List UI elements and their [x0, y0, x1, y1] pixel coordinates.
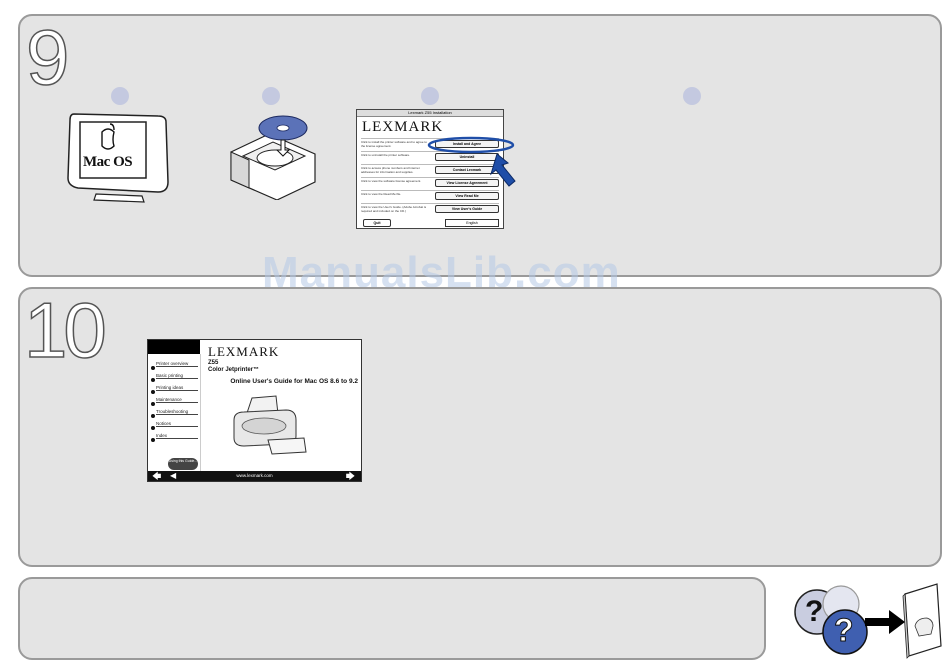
mac-os-label: Mac OS	[83, 154, 133, 170]
help-glyph-left: ?	[805, 595, 824, 628]
using-guide-button[interactable]: Using this Guide...	[168, 458, 198, 470]
next-arrow-icon[interactable]: 🡆	[345, 471, 355, 481]
nav-troubleshooting[interactable]: Troubleshooting	[156, 409, 198, 415]
guide-sidebar	[148, 354, 201, 473]
lexmark-logo: LEXMARK	[208, 344, 280, 359]
bullet-icon	[151, 438, 155, 442]
row-text: Click to access phone numbers and Intern…	[361, 166, 420, 174]
imac-icon	[67, 113, 169, 203]
guide-title: Online User's Guide for Mac OS 8.6 to 9.…	[230, 378, 358, 385]
quit-button[interactable]: Quit	[363, 219, 391, 227]
cd-drive-icon	[230, 115, 316, 200]
view-license-button[interactable]: View License Agreement	[435, 179, 499, 187]
printer-icon	[233, 395, 307, 455]
row-text: Click to view the software license agree…	[361, 179, 422, 183]
step-dot-1	[111, 87, 129, 105]
window-title: Lexmark Z55 Installation	[357, 110, 503, 117]
help-question-icon	[794, 583, 942, 659]
bullet-icon	[151, 426, 155, 430]
install-agree-button[interactable]: Install and Agree	[435, 140, 499, 148]
product-name: Color Jetprinter™	[208, 367, 260, 373]
installer-window: Lexmark Z55 Installation LEXMARK Click t…	[356, 109, 504, 229]
lexmark-logo: LEXMARK	[362, 119, 444, 135]
notes-panel	[18, 577, 766, 660]
step-dot-2	[262, 87, 280, 105]
nav-basic-printing[interactable]: Basic printing	[156, 373, 198, 379]
language-select[interactable]: English	[445, 219, 499, 227]
nav-maintenance[interactable]: Maintenance	[156, 397, 198, 403]
nav-printer-overview[interactable]: Printer overview	[156, 361, 198, 367]
nav-notices[interactable]: Notices	[156, 421, 198, 427]
installer-row: Click to install the printer software an…	[361, 138, 499, 148]
row-text: Click to install the printer software an…	[361, 140, 427, 148]
nav-index[interactable]: Index	[156, 433, 198, 439]
installer-row: Click to view the User's Guide. (Adobe A…	[361, 203, 499, 213]
step-dot-4	[683, 87, 701, 105]
installer-row: Click to view the software license agree…	[361, 177, 499, 187]
row-text: Click to view the Read Me file.	[361, 192, 402, 196]
bullet-icon	[151, 366, 155, 370]
step-dot-3	[421, 87, 439, 105]
bullet-icon	[151, 414, 155, 418]
prev-arrow-icon[interactable]: ◀	[170, 471, 177, 480]
step-number: 10	[23, 286, 107, 374]
guide-footer: 🡄 ◀ www.lexmark.com 🡆	[148, 471, 361, 481]
step-number: 9	[25, 13, 70, 101]
users-guide-cover: Printer overview Basic printing Printing…	[147, 339, 362, 482]
bullet-icon	[151, 378, 155, 382]
lexmark-url[interactable]: www.lexmark.com	[236, 473, 273, 478]
help-glyph-right: ?	[834, 612, 855, 649]
highlight-arrow-icon	[427, 136, 516, 187]
row-text: Click to view the User's Guide. (Adobe A…	[361, 205, 427, 213]
sidebar-header	[148, 340, 200, 354]
back-arrow-icon[interactable]: 🡄	[152, 471, 162, 481]
nav-printing-ideas[interactable]: Printing ideas	[156, 385, 198, 391]
view-users-guide-button[interactable]: View User's Guide	[435, 205, 499, 213]
row-text: Click to uninstall the printer software.	[361, 153, 411, 157]
printer-model: Z55	[208, 360, 219, 366]
installer-row: Click to view the Read Me file. View Rea…	[361, 190, 499, 200]
view-readme-button[interactable]: View Read Me	[435, 192, 499, 200]
bullet-icon	[151, 390, 155, 394]
bullet-icon	[151, 402, 155, 406]
